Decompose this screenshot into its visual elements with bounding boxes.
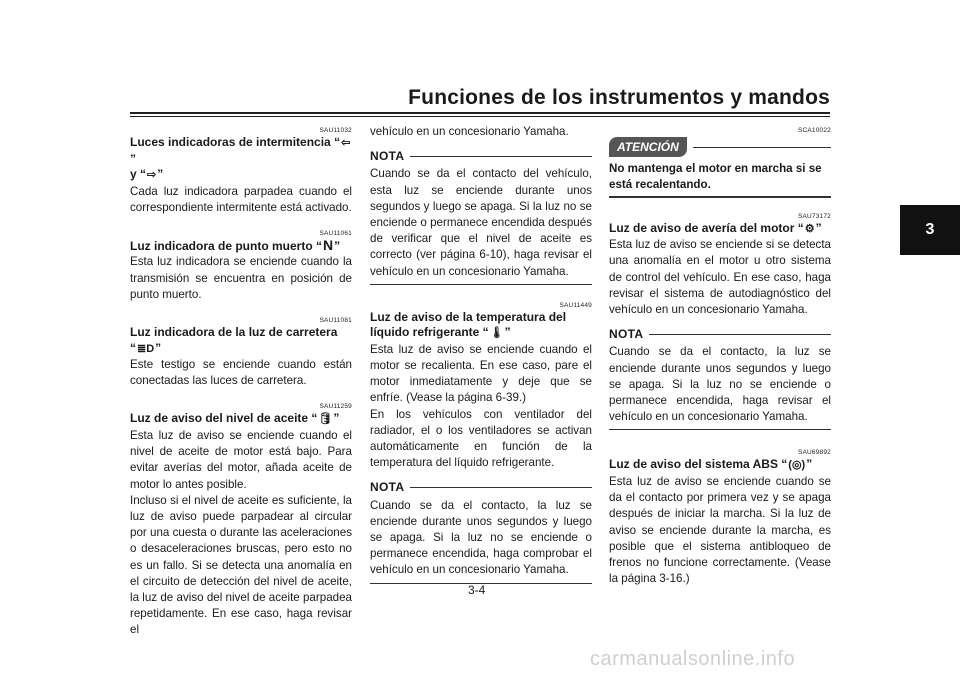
note-end-rule xyxy=(370,582,592,584)
watermark: carmanualsonline.info xyxy=(590,648,796,670)
section-body: Esta luz de aviso se enciende si se dete… xyxy=(609,238,831,317)
turn-right-icon: ⇨ xyxy=(147,169,157,181)
section-title-high-beam: Luz indicadora de la luz de carretera “≣… xyxy=(130,325,352,357)
note-header: NOTA xyxy=(370,479,592,495)
section-code: SAU11061 xyxy=(319,229,352,237)
section-body: Cada luz indicadora parpadea cuando el c… xyxy=(130,184,352,214)
note-label: NOTA xyxy=(370,149,405,164)
section-body: Esta luz indicadora se enciende cuando l… xyxy=(130,255,352,301)
section-body: En los vehículos con ventilador del radi… xyxy=(370,407,592,470)
section-body: Esta luz de aviso se enciende cuando se … xyxy=(609,474,831,586)
section-code: SAU11081 xyxy=(319,317,352,325)
thermometer-icon: 🌡 xyxy=(489,327,504,340)
note-body: Cuando se da el contacto, la luz se enci… xyxy=(370,498,592,577)
engine-icon: ⚙ xyxy=(804,222,815,235)
page-title: Funciones de los instrumentos y mandos xyxy=(408,86,830,109)
oil-can-icon: 🛢 xyxy=(318,413,333,426)
neutral-icon: N xyxy=(323,236,334,253)
page-number: 3-4 xyxy=(468,583,486,597)
column-left: SAU11032 Luces indicadoras de intermiten… xyxy=(130,124,352,639)
note-body: Cuando se da el contacto, la luz se enci… xyxy=(609,345,831,424)
note-label: NOTA xyxy=(609,327,644,342)
section-code: SAU73172 xyxy=(797,212,831,220)
chapter-tab: 3 xyxy=(900,205,960,255)
caution-label: ATENCIÓN xyxy=(609,137,687,158)
section-title-neutral: Luz indicadora de punto muerto “N” xyxy=(130,236,341,253)
caution-end-rule xyxy=(609,196,831,198)
section-body: Incluso si el nivel de aceite es suficie… xyxy=(130,493,352,637)
note-label: NOTA xyxy=(370,480,405,495)
section-body: Esta luz de aviso se enciende cuando el … xyxy=(130,428,352,491)
column-middle: vehículo en un concesionario Yamaha. NOT… xyxy=(370,124,592,590)
header-rule-thin xyxy=(130,116,830,117)
note-header: NOTA xyxy=(370,148,592,164)
section-body: Esta luz de aviso se enciende cuando el … xyxy=(370,342,592,405)
caution-body: No mantenga el motor en marcha si se est… xyxy=(609,162,822,191)
section-code: SAU11032 xyxy=(319,127,352,134)
column-right: SCA10022 ATENCIÓN No mantenga el motor e… xyxy=(609,124,831,587)
turn-left-icon: ⇦ xyxy=(341,137,351,149)
section-code: SAU69892 xyxy=(797,449,831,457)
abs-icon: (◎) xyxy=(788,459,806,472)
high-beam-icon: ≣D xyxy=(137,342,155,355)
note-header: NOTA xyxy=(609,326,831,342)
continued-text: vehículo en un concesionario Yamaha. xyxy=(370,125,569,138)
section-title-engine-fault: Luz de aviso de avería del motor “⚙” xyxy=(609,221,831,238)
section-title-coolant-temp: Luz de aviso de la temperatura del líqui… xyxy=(370,310,592,342)
note-end-rule xyxy=(370,283,592,285)
section-code: SAU11259 xyxy=(319,403,352,411)
caution-header: ATENCIÓN xyxy=(609,137,831,158)
header-rule xyxy=(130,112,830,114)
section-code: SCA10022 xyxy=(797,127,831,134)
section-title-abs: Luz de aviso del sistema ABS “(◎)” xyxy=(609,457,831,474)
section-code: SAU11449 xyxy=(559,301,592,309)
note-end-rule xyxy=(609,429,831,431)
section-title-turn-signals: Luces indicadoras de intermitencia “⇦” y… xyxy=(130,135,352,184)
note-body: Cuando se da el contacto del vehículo, e… xyxy=(370,167,592,278)
section-body: Este testigo se enciende cuando están co… xyxy=(130,358,352,388)
section-title-oil-level: Luz de aviso del nivel de aceite “🛢” xyxy=(130,411,352,428)
